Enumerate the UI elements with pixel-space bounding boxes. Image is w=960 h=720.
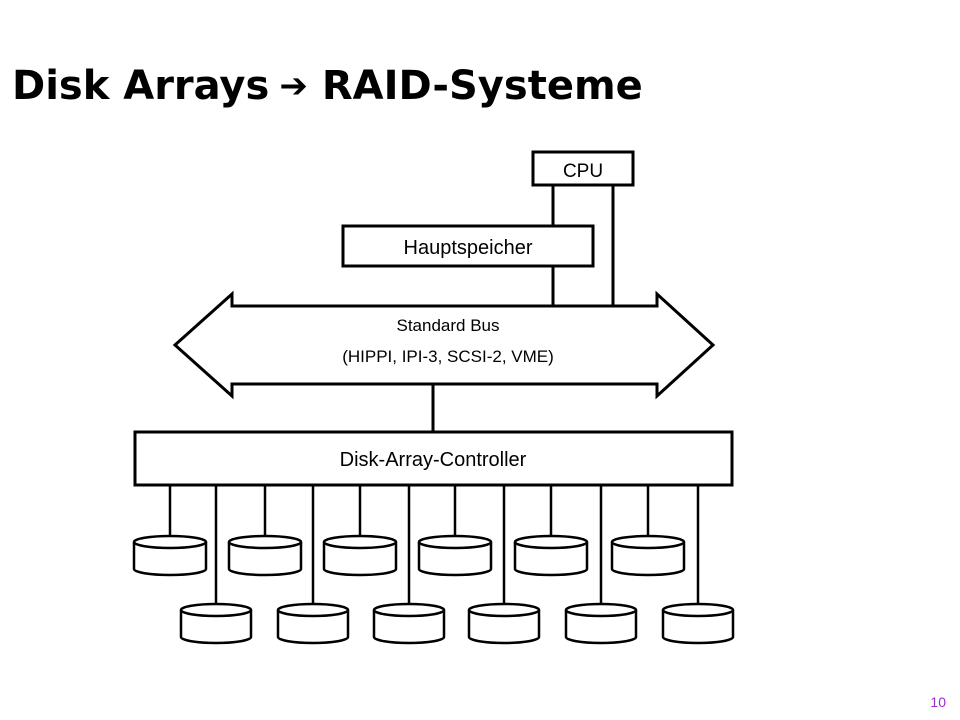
title-right: RAID-Systeme (321, 63, 643, 109)
cpu-label: CPU (563, 161, 603, 182)
disk-drive (276, 602, 350, 645)
disk-drive (467, 602, 541, 645)
disk-drive (179, 602, 253, 645)
disk-row-lower (179, 485, 735, 645)
disk-drive (564, 602, 638, 645)
disk-drive (661, 602, 735, 645)
memory-node: Hauptspeicher (341, 224, 595, 268)
disk-drive (132, 534, 208, 577)
cpu-box (531, 150, 635, 187)
disk-row-upper (132, 485, 686, 577)
disk-drive (610, 534, 686, 577)
page-number: 10 (930, 694, 946, 710)
slide-title: Disk Arrays➔ RAID-Systeme (12, 58, 643, 114)
disk-drive (372, 602, 446, 645)
memory-box (341, 224, 595, 268)
controller-box (133, 430, 734, 487)
bus-double-arrow (172, 290, 716, 400)
disk-drive (513, 534, 589, 577)
controller-label: Disk-Array-Controller (340, 449, 527, 471)
disk-drive (227, 534, 303, 577)
disk-drive (417, 534, 493, 577)
standard-bus: Standard Bus (HIPPI, IPI-3, SCSI-2, VME) (172, 290, 716, 400)
memory-label: Hauptspeicher (404, 237, 533, 259)
title-left: Disk Arrays (12, 63, 270, 109)
bus-label-line1: Standard Bus (396, 316, 499, 335)
cpu-node: CPU (531, 150, 635, 187)
bus-label-line2: (HIPPI, IPI-3, SCSI-2, VME) (342, 347, 554, 366)
disk-drive (322, 534, 398, 577)
arrow-right-icon: ➔ (279, 66, 308, 106)
controller-node: Disk-Array-Controller (133, 430, 734, 487)
